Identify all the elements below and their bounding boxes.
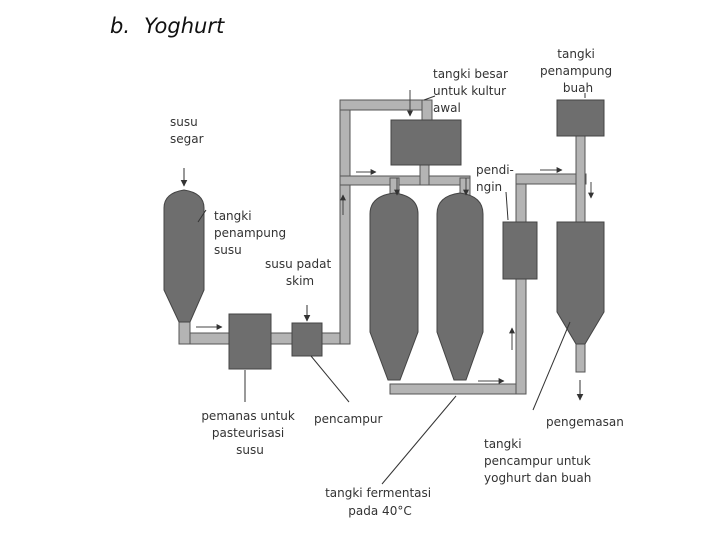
label-line: tangki bbox=[557, 47, 595, 61]
label-fruit-tank: tangki penampung buah bbox=[540, 47, 616, 95]
label-line: susu padat bbox=[265, 257, 331, 271]
leader-mixer bbox=[310, 355, 350, 403]
label-line: pengemasan bbox=[546, 415, 624, 429]
fermentation-tank-1 bbox=[369, 192, 419, 381]
pipe-cooler-to-mix bbox=[515, 173, 587, 185]
pipe-bottom bbox=[389, 383, 527, 395]
leader-cooler bbox=[505, 191, 509, 221]
fermentation-tank-2 bbox=[436, 192, 484, 381]
label-line: pada 40°C bbox=[348, 504, 411, 518]
label-line: yoghurt dan buah bbox=[484, 471, 591, 485]
fruit-tank bbox=[556, 99, 605, 137]
label-line: tangki bbox=[484, 437, 522, 451]
label-culture-tank: tangki besar untuk kultur awal bbox=[433, 67, 512, 115]
mix-tank bbox=[556, 221, 605, 345]
pipe-fruit-down bbox=[575, 135, 586, 223]
labels: susu segar tangki penampung susu susu pa… bbox=[170, 47, 624, 518]
vessels bbox=[163, 99, 605, 381]
label-line: susu bbox=[236, 443, 264, 457]
label-line: tangki fermentasi bbox=[325, 486, 431, 500]
label-packaging: pengemasan bbox=[546, 415, 624, 429]
culture-tank bbox=[390, 119, 462, 166]
flow-arrows bbox=[180, 90, 594, 401]
label-fermentation-tank: tangki fermentasi pada 40°C bbox=[325, 486, 435, 518]
label-heater: pemanas untuk pasteurisasi susu bbox=[201, 409, 298, 457]
label-line: susu bbox=[214, 243, 242, 257]
heading: b. Yoghurt bbox=[110, 14, 224, 38]
label-fresh-milk: susu segar bbox=[170, 115, 204, 146]
heading-title: Yoghurt bbox=[144, 14, 225, 38]
pipe-to-packaging bbox=[575, 343, 586, 373]
label-line: pencampur bbox=[314, 412, 382, 426]
label-line: susu bbox=[170, 115, 198, 129]
label-line: awal bbox=[433, 101, 461, 115]
label-mixer: pencampur bbox=[314, 412, 382, 426]
label-line: skim bbox=[286, 274, 314, 288]
label-line: pencampur untuk bbox=[484, 454, 591, 468]
label-milk-tank: tangki penampung susu bbox=[214, 209, 290, 257]
label-cooler: pendi- ngin bbox=[476, 163, 518, 194]
heading-number: b. bbox=[110, 14, 131, 38]
label-line: untuk kultur bbox=[433, 84, 506, 98]
leader-lines bbox=[197, 93, 586, 485]
pipe-riser bbox=[339, 99, 351, 345]
label-line: segar bbox=[170, 132, 204, 146]
label-skim-milk: susu padat skim bbox=[265, 257, 335, 288]
label-mix-tank: tangki pencampur untuk yoghurt dan buah bbox=[484, 437, 595, 485]
milk-tank bbox=[163, 189, 205, 323]
leader-mix-tank bbox=[532, 321, 571, 411]
label-line: ngin bbox=[476, 180, 502, 194]
mixer bbox=[291, 322, 323, 357]
pipe-top bbox=[339, 99, 433, 111]
label-line: pemanas untuk bbox=[201, 409, 295, 423]
leader-milk-tank bbox=[197, 209, 207, 223]
leader-fermentation-tank bbox=[381, 395, 457, 485]
pipe-culture-drop bbox=[419, 162, 430, 186]
leader-culture-tank bbox=[423, 95, 436, 101]
pipe-to-cooler bbox=[515, 277, 527, 395]
heater bbox=[228, 313, 272, 370]
label-line: penampung bbox=[214, 226, 286, 240]
pipe-distribution bbox=[339, 175, 471, 186]
cooler bbox=[502, 221, 538, 280]
label-line: buah bbox=[563, 81, 593, 95]
label-line: pasteurisasi bbox=[212, 426, 284, 440]
label-line: pendi- bbox=[476, 163, 514, 177]
label-line: tangki bbox=[214, 209, 252, 223]
pipe-heater-to-mixer bbox=[269, 332, 295, 345]
label-line: tangki besar bbox=[433, 67, 508, 81]
label-line: penampung bbox=[540, 64, 612, 78]
